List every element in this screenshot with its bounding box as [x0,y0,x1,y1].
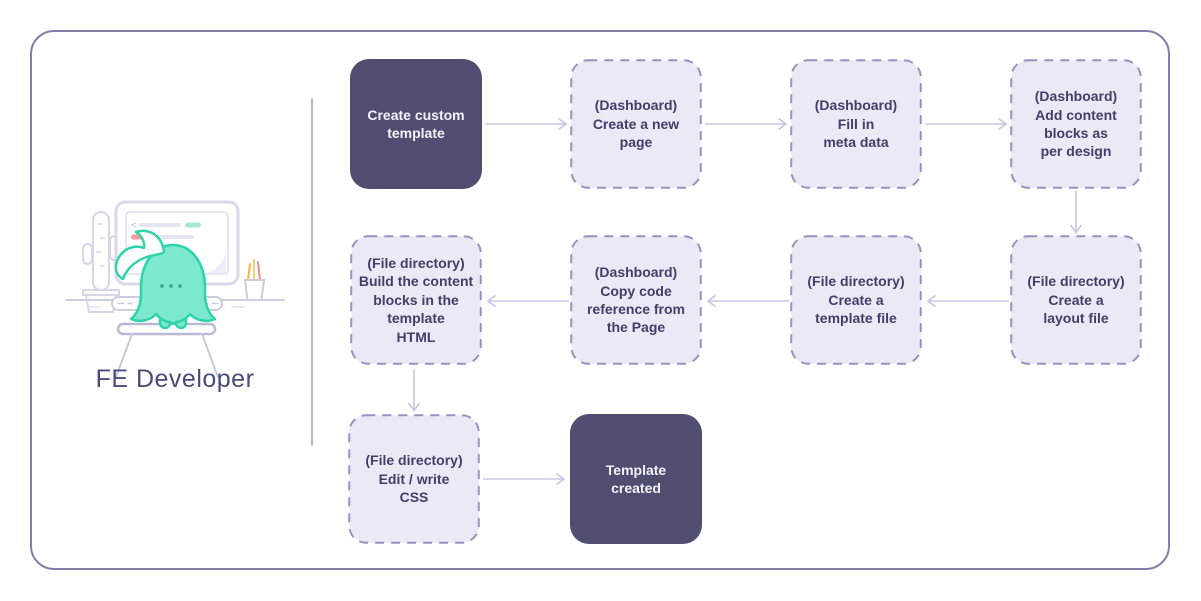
developer-mascot-icon: < /> [65,200,285,378]
mascot-body [129,243,217,325]
flow-node-edit-write-css: (File directory) Edit / write CSS [348,414,480,544]
arrow-right-icon [925,117,1008,131]
dashed-border [348,414,480,544]
dashed-border [790,59,922,189]
diagram-card: < /> [30,30,1170,570]
svg-text:<: < [131,221,136,231]
flow-node-template-created: Template created [570,414,702,544]
cactus-icon [82,211,120,313]
arrow-down-icon [407,369,421,412]
arrow-left-icon [926,294,1009,308]
dashed-border [350,235,482,365]
persona-label: FE Developer [95,365,255,393]
developer-illustration: < /> [60,194,290,389]
flow-node-label: (File directory) Create a template file [807,273,905,327]
flow-node-label: Template created [605,461,667,496]
dashed-border [1010,59,1142,189]
flow-node-label: (File directory) Edit / write CSS [365,452,463,506]
dashed-border [790,235,922,365]
arrow-right-icon [485,117,568,131]
flow-node-create-layout-file: (File directory) Create a layout file [1010,235,1142,365]
flow-node-build-content-blocks: (File directory) Build the content block… [350,235,482,365]
flow-node-label: Create custom template [367,106,465,141]
mascot-face-dots [160,284,182,288]
flow-node-add-content-blocks: (Dashboard) Add content blocks as per de… [1010,59,1142,189]
arrow-down-icon [1069,191,1083,234]
dashed-border [1010,235,1142,365]
mascot-leaf-icon [114,229,166,281]
flow-node-label: (File directory) Create a layout file [1027,273,1125,327]
flow-node-copy-code-reference: (Dashboard) Copy code reference from the… [570,235,702,365]
flow-node-label: (File directory) Build the content block… [358,254,474,345]
arrow-right-icon [705,117,788,131]
flow-node-label: (Dashboard) Add content blocks as per de… [1034,88,1118,160]
flow-node-fill-in-meta-data: (Dashboard) Fill in meta data [790,59,922,189]
arrow-right-icon [483,472,566,486]
pen-cup-icon [243,259,266,301]
dashed-border [570,235,702,365]
flow-node-create-custom-template: Create custom template [350,59,482,189]
dashed-border [570,59,702,189]
flow-node-label: (Dashboard) Create a new page [592,97,680,151]
flow-node-create-new-page: (Dashboard) Create a new page [570,59,702,189]
flow-node-label: (Dashboard) Fill in meta data [814,97,898,151]
section-divider [311,98,313,446]
arrow-left-icon [486,294,569,308]
flow-node-label: (Dashboard) Copy code reference from the… [586,264,686,336]
arrow-left-icon [706,294,789,308]
cactus-spines [96,223,105,267]
flow-node-create-template-file: (File directory) Create a template file [790,235,922,365]
